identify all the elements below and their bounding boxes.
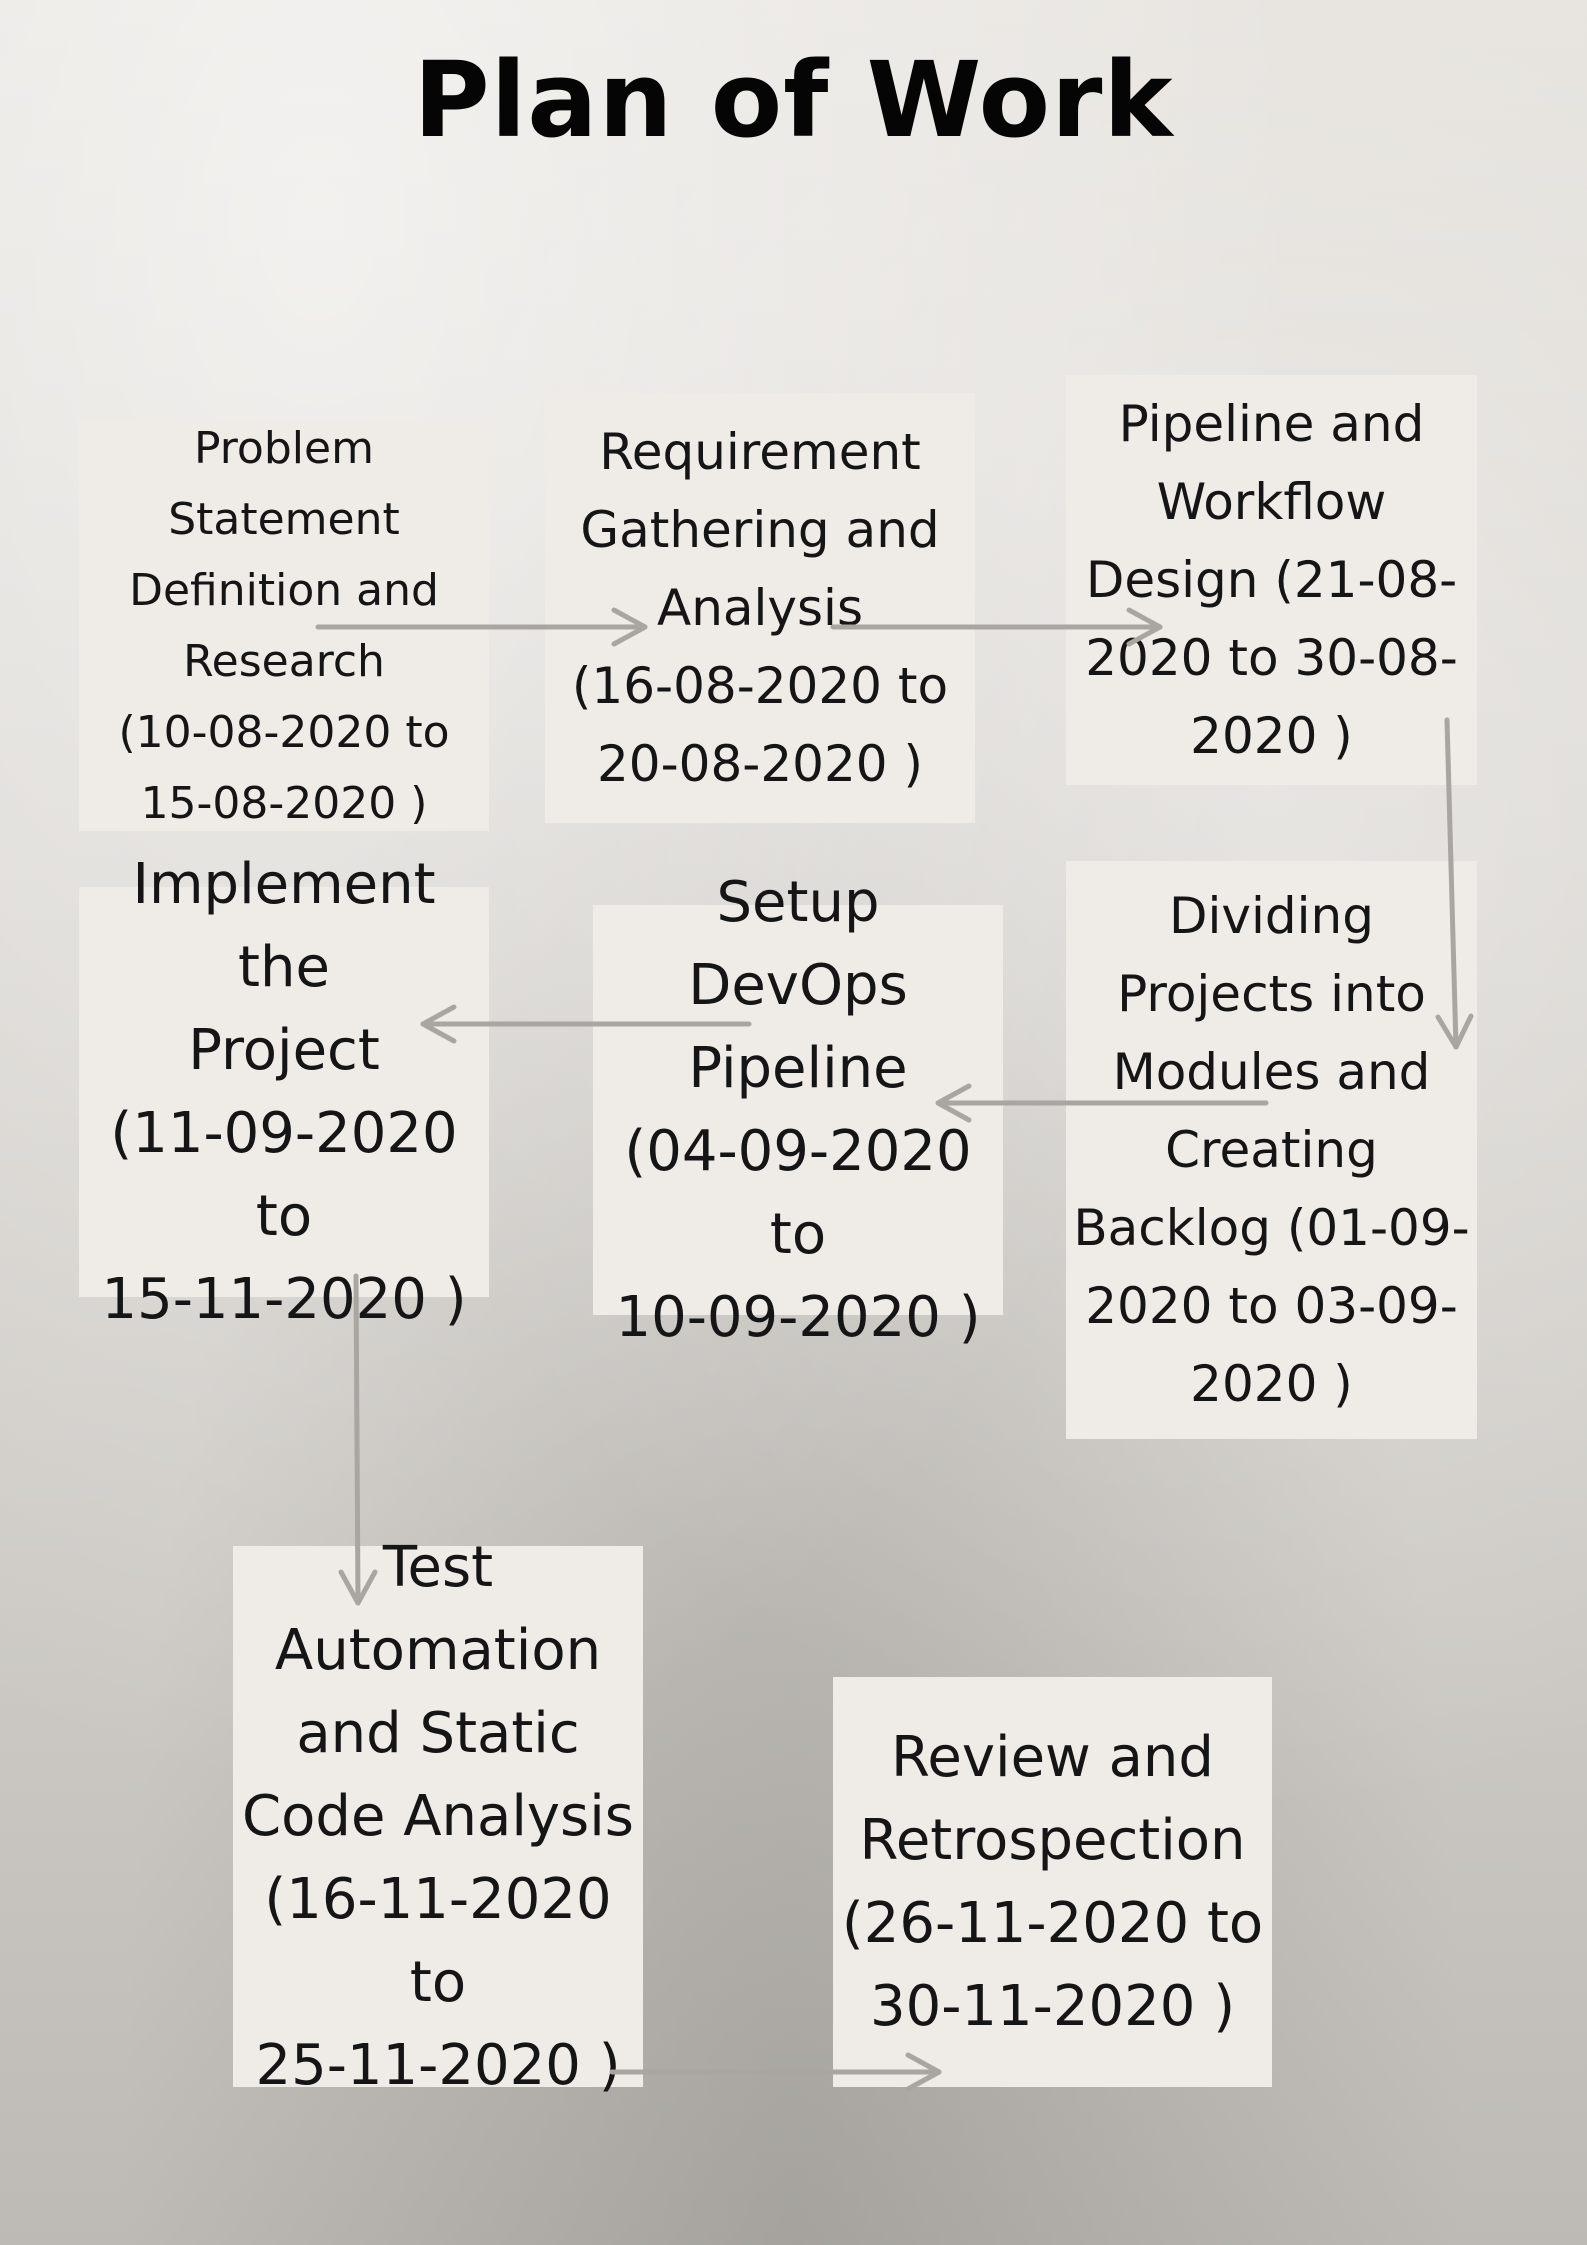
- step-box-setup-devops: Setup DevOps Pipeline (04-09-2020 to 10-…: [593, 870, 1003, 1350]
- step-box-problem-statement: Problem Statement Definition and Researc…: [79, 421, 489, 831]
- step-box-pipeline-design: Pipeline and Workflow Design (21-08- 202…: [1066, 375, 1477, 785]
- page-title: Plan of Work: [413, 39, 1174, 161]
- step-label: Dividing Projects into Modules and Creat…: [1073, 887, 1470, 1413]
- step-label: Test Automation and Static Code Analysis…: [242, 1535, 634, 2098]
- step-label: Requirement Gathering and Analysis (16-0…: [571, 423, 949, 793]
- step-label: Pipeline and Workflow Design (21-08- 202…: [1085, 395, 1458, 765]
- step-label: Review and Retrospection (26-11-2020 to …: [841, 1725, 1264, 2039]
- step-box-review-retrospection: Review and Retrospection (26-11-2020 to …: [833, 1677, 1272, 2087]
- step-box-test-automation: Test Automation and Static Code Analysis…: [233, 1535, 643, 2098]
- step-label: Problem Statement Definition and Researc…: [118, 423, 450, 829]
- step-box-dividing-projects: Dividing Projects into Modules and Creat…: [1066, 861, 1477, 1439]
- step-box-implement-project: Implement the Project (11-09-2020 to 15-…: [79, 852, 489, 1332]
- step-label: Setup DevOps Pipeline (04-09-2020 to 10-…: [615, 870, 981, 1350]
- step-label: Implement the Project (11-09-2020 to 15-…: [101, 852, 467, 1332]
- step-box-requirement-gathering: Requirement Gathering and Analysis (16-0…: [545, 393, 975, 823]
